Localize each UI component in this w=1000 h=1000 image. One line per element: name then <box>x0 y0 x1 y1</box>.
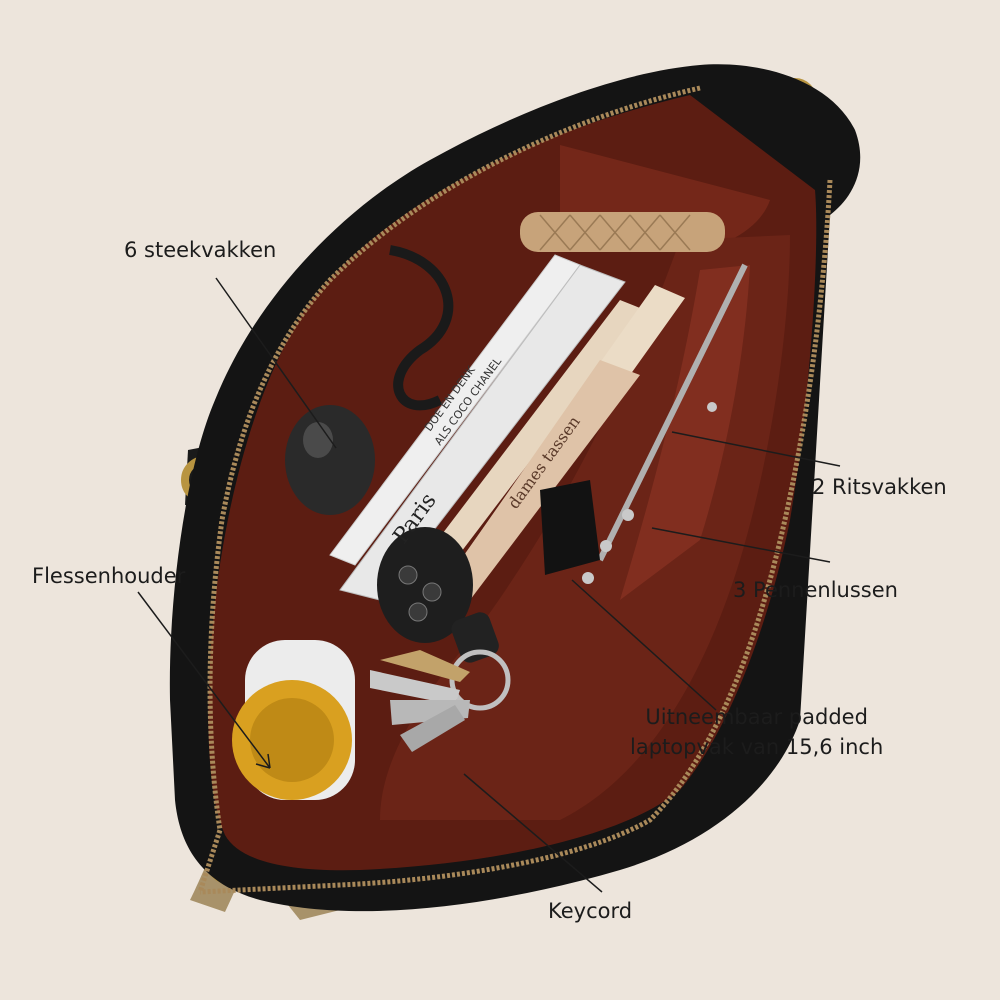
book-coco <box>329 254 581 566</box>
house-keys <box>370 649 511 752</box>
cable <box>389 245 454 411</box>
book-dames <box>440 360 640 600</box>
gold-pouch-quilting <box>539 214 691 251</box>
zipper-right <box>199 179 833 895</box>
key-fob <box>377 527 473 643</box>
key-fob-blade <box>451 612 499 663</box>
key-fob-button-2-icon <box>422 582 442 602</box>
car-key <box>377 527 499 663</box>
rivet-2-icon <box>600 540 612 552</box>
label-laptopvak: Uitneembaar padded laptopvak van 15,6 in… <box>630 702 883 762</box>
gold-pouch <box>520 212 725 252</box>
label-steekvakken: 6 steekvakken <box>124 238 277 262</box>
rivet-3-icon <box>582 572 594 584</box>
label-laptopvak-line1: Uitneembaar padded <box>645 705 868 729</box>
key-fob-button-3-icon <box>408 602 428 622</box>
key-ring-icon <box>449 649 511 711</box>
label-pennenlussen: 3 Pennenlussen <box>733 578 898 602</box>
label-keycord: Keycord <box>548 899 633 923</box>
rivet-4-icon <box>707 402 717 412</box>
key-fob-button-1-icon <box>398 565 418 585</box>
key-4 <box>380 650 470 682</box>
key-3 <box>400 705 465 752</box>
label-ritsvakken: 2 Ritsvakken <box>812 475 947 499</box>
pen-loop-strap <box>540 480 600 575</box>
label-laptopvak-line2: laptopvak van 15,6 inch <box>630 735 884 759</box>
rivet-1-icon <box>622 509 634 521</box>
bottle-cap-inner <box>250 698 334 782</box>
key-1 <box>370 670 460 705</box>
round-object-highlight <box>303 422 333 458</box>
label-flessenhouder: Flessenhouder <box>32 564 186 588</box>
book-stack <box>329 254 685 601</box>
book-beige-1 <box>430 300 645 560</box>
round-object <box>285 405 375 515</box>
